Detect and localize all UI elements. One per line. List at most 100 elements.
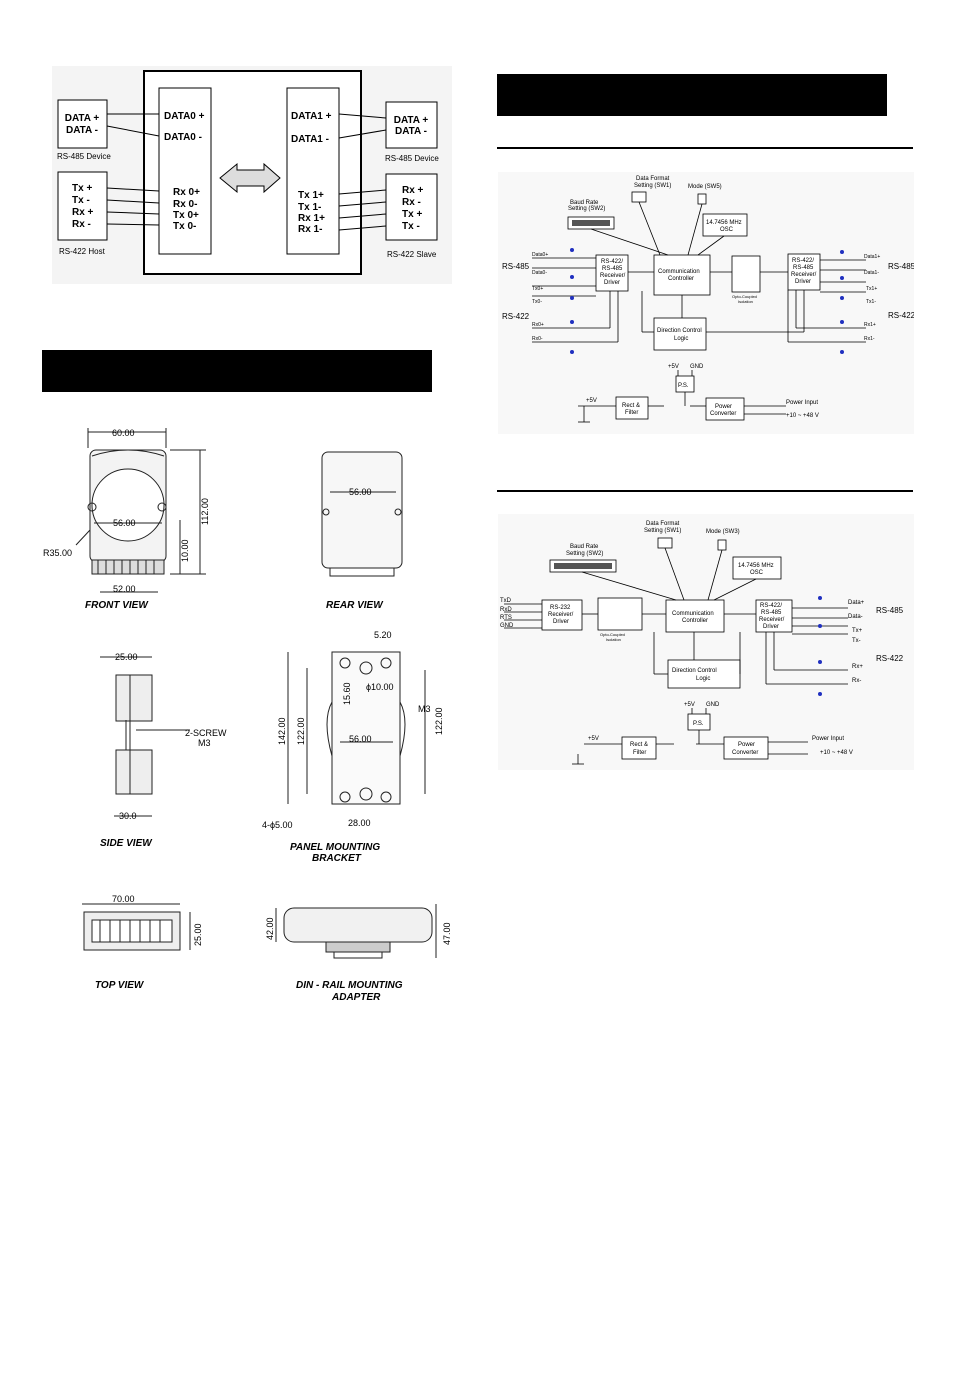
b1-right-driver-1: RS-422/ bbox=[792, 258, 814, 264]
block-diagram-1-svg: Data Format Setting (SW1) Mode (SW5) Bau… bbox=[502, 176, 916, 423]
b2-voltage: +10 ~ +48 V bbox=[820, 750, 853, 756]
b2-dir-1: Direction Control bbox=[672, 668, 717, 674]
b1-left-driver-2: RS-485 bbox=[602, 266, 623, 272]
b2-rs485: RS-485 bbox=[876, 606, 904, 615]
b1-osc-1: 14.7456 MHz bbox=[706, 220, 742, 226]
left-bottom-caption: RS-422 Host bbox=[59, 247, 106, 256]
din-caption-line2: ADAPTER bbox=[331, 992, 381, 1003]
section-header-bar-right bbox=[497, 74, 887, 116]
panel-caption-line1: PANEL MOUNTING bbox=[290, 842, 380, 853]
b1-power-2: Converter bbox=[710, 411, 736, 417]
b1-osc-2: OSC bbox=[720, 227, 734, 233]
b1-left-driver-1: RS-422/ bbox=[601, 259, 623, 265]
din-dim-47: 47.00 bbox=[442, 922, 452, 945]
divider-block2 bbox=[497, 490, 913, 492]
side-view-caption: SIDE VIEW bbox=[100, 838, 153, 849]
b1-data-format-1: Data Format bbox=[636, 176, 670, 182]
top-dim-25: 25.00 bbox=[193, 923, 203, 946]
block-diagram-2: Data Format Setting (SW1) Mode (SW3) Bau… bbox=[498, 514, 914, 770]
top-view bbox=[82, 903, 191, 951]
b1-rs485-left: RS-485 bbox=[502, 262, 530, 271]
b1-data-format-2: Setting (SW1) bbox=[634, 183, 671, 189]
b2-power-1: Power bbox=[738, 742, 755, 748]
b2-osc-1: 14.7456 MHz bbox=[738, 563, 774, 569]
front-view bbox=[75, 428, 206, 593]
b1-voltage: +10 ~ +48 V bbox=[786, 413, 819, 419]
b2-rs232-2: Receiver/ bbox=[548, 612, 574, 618]
left-bottom-device-2: Tx - bbox=[72, 195, 90, 206]
b1-right-signal-5: Rx1+ bbox=[864, 322, 876, 328]
b1-opto-2: Isolation bbox=[738, 299, 753, 304]
panel-dim-142: 142.00 bbox=[277, 717, 287, 745]
b2-ps: P.S. bbox=[693, 721, 704, 727]
b2-opto-1: Opto-Coupled bbox=[600, 632, 625, 637]
b2-right-signal-1: Data+ bbox=[848, 600, 865, 606]
b2-rs232-1: RS-232 bbox=[550, 605, 571, 611]
din-caption-line1: DIN - RAIL MOUNTING bbox=[296, 980, 403, 991]
front-dim-52: 52.00 bbox=[113, 584, 136, 594]
b1-power-input: Power Input bbox=[786, 400, 818, 406]
b1-right-driver-2: RS-485 bbox=[793, 265, 814, 271]
b2-power-input: Power Input bbox=[812, 736, 844, 742]
b2-right-driver-2: RS-485 bbox=[761, 610, 782, 616]
left-bottom-device-1: Tx + bbox=[72, 183, 92, 194]
b1-baud-2: Setting (SW2) bbox=[568, 206, 605, 212]
din-dim-42: 42.00 bbox=[265, 917, 275, 940]
b2-baud-2: Setting (SW2) bbox=[566, 551, 603, 557]
b2-right-driver-4: Driver bbox=[763, 624, 779, 630]
b2-rect-1: Rect & bbox=[630, 742, 648, 748]
right-bottom-device-3: Tx + bbox=[402, 209, 422, 220]
b2-comm-2: Controller bbox=[682, 618, 708, 624]
block-diagram-2-svg: Data Format Setting (SW1) Mode (SW3) Bau… bbox=[500, 521, 904, 765]
b1-rs485-right: RS-485 bbox=[888, 262, 914, 271]
b1-comm-2: Controller bbox=[668, 276, 694, 282]
block-diagram-1: Data Format Setting (SW1) Mode (SW5) Bau… bbox=[498, 172, 916, 434]
port0-data-1: DATA0 + bbox=[164, 111, 205, 122]
b1-baud-1: Baud Rate bbox=[570, 200, 599, 206]
b2-data-format-1: Data Format bbox=[646, 521, 680, 527]
front-dim-10: 10.00 bbox=[180, 539, 190, 562]
b1-rs422-right: RS-422 bbox=[888, 311, 914, 320]
front-dim-r35: R35.00 bbox=[43, 548, 72, 558]
top-dim-70: 70.00 bbox=[112, 894, 135, 904]
b1-gnd: GND bbox=[690, 364, 704, 370]
b2-comm-1: Communication bbox=[672, 611, 714, 617]
panel-dim-15-60: 15.60 bbox=[342, 682, 352, 705]
b2-rect-2: Filter bbox=[633, 750, 646, 756]
b2-left-signal-4: GND bbox=[500, 623, 514, 629]
b1-p5v: +5V bbox=[668, 364, 679, 370]
b2-right-signal-2: Data- bbox=[848, 614, 863, 620]
right-bottom-caption: RS-422 Slave bbox=[387, 250, 437, 259]
b1-left-driver-4: Driver bbox=[604, 280, 620, 286]
b1-dir-1: Direction Control bbox=[657, 328, 702, 334]
side-dim-30: 30.0 bbox=[119, 811, 137, 821]
b1-comm-1: Communication bbox=[658, 269, 700, 275]
left-top-caption: RS-485 Device bbox=[57, 152, 111, 161]
b1-rect-2: Filter bbox=[625, 410, 638, 416]
b1-left-signal-6: Rx0- bbox=[532, 336, 543, 342]
left-bottom-device-4: Rx - bbox=[72, 219, 91, 230]
b1-ps: P.S. bbox=[678, 383, 689, 389]
port0-422-4: Tx 0- bbox=[173, 221, 196, 232]
b2-rs232-3: Driver bbox=[553, 619, 569, 625]
panel-dim-56: 56.00 bbox=[349, 734, 372, 744]
port0-422-3: Tx 0+ bbox=[173, 210, 199, 221]
section-header-bar-left bbox=[42, 350, 432, 392]
side-dim-screw: 2-SCREW bbox=[185, 728, 227, 738]
front-dim-112: 112.00 bbox=[200, 498, 210, 525]
b1-right-signal-2: Data1- bbox=[864, 270, 879, 276]
b2-baud-1: Baud Rate bbox=[570, 544, 599, 550]
b2-p5v: +5V bbox=[684, 702, 695, 708]
wiring-diagram: DATA + DATA - RS-485 Device Tx + Tx - Rx… bbox=[52, 66, 452, 284]
b1-left-signal-4: Tx0- bbox=[532, 299, 542, 305]
b2-left-signal-2: RxD bbox=[500, 607, 512, 613]
b1-power-1: Power bbox=[715, 404, 732, 410]
b2-osc-2: OSC bbox=[750, 570, 764, 576]
b1-plus5v: +5V bbox=[586, 398, 597, 404]
b2-dir-2: Logic bbox=[696, 676, 710, 682]
din-rail-view bbox=[275, 904, 437, 959]
b1-right-driver-3: Receiver/ bbox=[791, 272, 817, 278]
b2-opto-2: Isolation bbox=[606, 637, 621, 642]
b1-left-signal-1: Data0+ bbox=[532, 252, 548, 258]
b1-right-signal-3: Tx1+ bbox=[866, 286, 877, 292]
